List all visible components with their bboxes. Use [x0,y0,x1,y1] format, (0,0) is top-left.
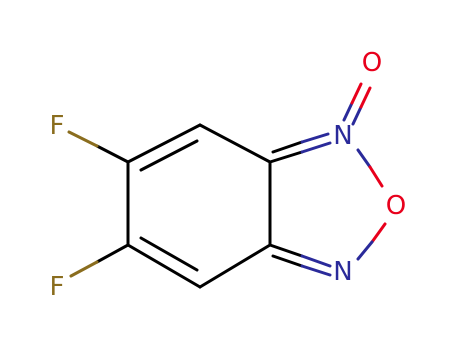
double-bond-n-o-oxygen-half-b [359,86,372,109]
bond-c3-f-bottom-carbon-half [95,243,130,264]
furoxan-ring-bonds [268,132,387,277]
bond-c6-n-oxide-carbon-half [268,150,304,164]
double-bond-c5-n-ring-carbon-half [271,254,304,268]
double-bond-n-o-nitrogen-half-a [342,101,354,122]
atom-labels: F F N O O N [50,48,407,302]
bond-c1-c2 [126,123,202,164]
bond-c2-f-top-carbon-half [95,144,130,164]
bond-o-ring-n-ring-oxygen-half [370,222,387,244]
bond-c2-f-top-fluorine-half [67,130,99,148]
bond-c6-n-oxide-nitrogen-half [300,141,332,154]
bond-o-ring-n-ring-nitrogen-half [356,240,374,261]
fluorine-atom-bottom: F [50,272,65,302]
n-oxide-double-bond [342,82,372,126]
bond-c3-f-bottom-fluorine-half [69,260,99,278]
double-bond-n-o-nitrogen-half-b [351,105,363,126]
oxygen-ring-atom: O [386,191,406,221]
double-bond-c6-n-oxide-carbon-half [271,140,304,154]
double-bond-c5-n-ring-nitrogen-half [300,264,332,277]
bond-n-oxide-o-ring-oxygen-half [368,165,384,188]
bond-c6-c1 [198,123,272,164]
double-bond-n-o-oxygen-half-a [350,82,363,105]
oxygen-oxide-atom: O [362,48,382,78]
nitrogen-ring-atom: N [333,257,352,287]
bond-c5-n-ring-nitrogen-half [300,254,332,268]
fluorine-atom-top: F [50,111,65,141]
inner-double-bond-c3-c4 [139,236,199,272]
bond-c4-c5 [198,243,272,289]
double-bond-c6-n-oxide-nitrogen-half [300,132,330,144]
nitrogen-oxide-atom: N [333,121,352,151]
bond-n-oxide-o-ring-nitrogen-half [356,148,372,169]
inner-double-bond-c1-c2 [139,139,199,172]
benzene-ring-bonds [126,123,272,289]
bond-c5-n-ring-carbon-half [268,243,304,258]
fluorine-bonds [67,130,130,278]
bond-c3-c4 [126,243,202,289]
